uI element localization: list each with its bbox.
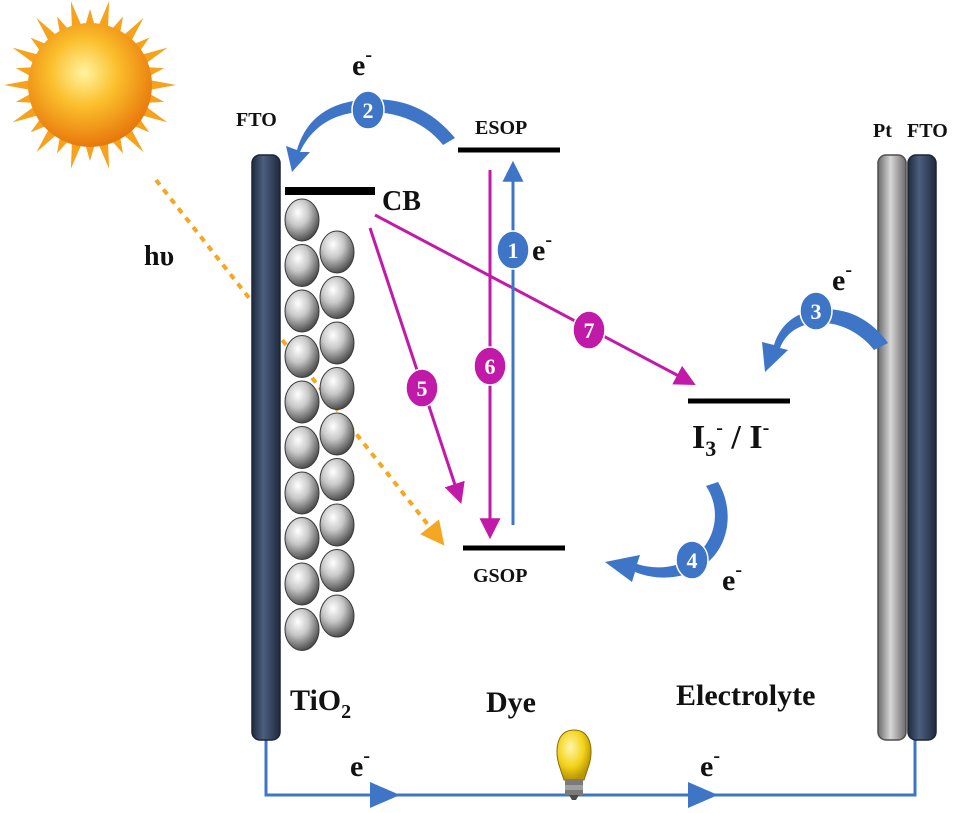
electron-label-step-4: e- [722, 559, 742, 597]
sun-ray [84, 9, 96, 28]
tio2-particle [284, 517, 320, 560]
step-badge-7: 7 [572, 310, 606, 350]
step-number: 5 [417, 376, 428, 401]
sun-ray [97, 1, 110, 30]
circuit-arrow-left [370, 782, 400, 808]
fto-electrode-left [251, 154, 281, 741]
redox-couple-label: I3- / I- [692, 417, 769, 461]
step-number: 4 [687, 548, 698, 573]
tio2-particle [284, 289, 320, 333]
tio2-particle [284, 608, 320, 651]
step-badge-2: 2 [351, 90, 385, 130]
tio2-particle [319, 230, 355, 274]
step-number: 1 [508, 238, 519, 263]
step-number: 3 [811, 299, 822, 324]
step-number: 2 [363, 98, 374, 123]
electron-label-step-3: e- [832, 259, 852, 297]
tio2-particle [319, 594, 355, 638]
electron-label-step-1: e- [532, 229, 552, 267]
tio2-particle [319, 276, 355, 319]
step-badge-6: 6 [473, 346, 507, 386]
external-circuit [264, 738, 917, 797]
electron-label-circuit-left: e- [350, 745, 370, 783]
electron-label-step-2: e- [352, 44, 372, 82]
pt-label: Pt [873, 120, 892, 142]
sun-ray [97, 140, 110, 169]
circuit-arrow-right [688, 782, 718, 808]
sun-ray [147, 79, 176, 91]
fto-electrode-right [907, 154, 937, 741]
fto-left-label: FTO [236, 109, 277, 131]
step-number: 7 [584, 318, 595, 343]
cb-label: CB [382, 186, 421, 217]
tio2-particle [319, 412, 355, 456]
tio2-particle [284, 198, 320, 242]
sun-ray [70, 1, 83, 30]
arrow-step-3 [762, 309, 888, 372]
dye-label: Dye [486, 686, 536, 719]
tio2-particle [284, 471, 320, 515]
sun-ray [4, 79, 33, 91]
step-badge-1: 1 [496, 230, 530, 270]
gsop-label: GSOP [473, 565, 527, 587]
fto-right-label: FTO [907, 120, 948, 142]
arrow-step-5 [368, 227, 465, 504]
hv-label: hυ [144, 241, 174, 272]
electron-label-circuit-right: e- [700, 745, 720, 783]
tio2-particle [319, 549, 355, 592]
tio2-particle [319, 367, 355, 410]
pt-electrode [877, 154, 907, 741]
tio2-particle [284, 562, 320, 606]
tio2-particle [284, 335, 320, 378]
step-badge-4: 4 [675, 540, 709, 580]
arrow-step-7 [374, 213, 696, 385]
tio2-label: TiO2 [290, 684, 351, 723]
step-number: 6 [485, 354, 496, 379]
arrow-step-4 [605, 482, 728, 582]
step-badge-5: 5 [405, 368, 439, 408]
tio2-particle [319, 458, 355, 501]
sun-icon [4, 1, 176, 169]
tio2-nanoparticles [284, 198, 355, 651]
light-bulb-icon [556, 729, 592, 800]
tio2-particle [284, 244, 320, 287]
tio2-particle [319, 321, 355, 365]
tio2-particle [284, 426, 320, 469]
electrolyte-label: Electrolyte [676, 679, 815, 712]
arrow-step-2 [286, 99, 455, 172]
sun-ray [70, 140, 83, 169]
tio2-particle [284, 380, 320, 424]
sun-ray [84, 142, 96, 161]
step-badge-3: 3 [799, 291, 833, 331]
esop-label: ESOP [475, 117, 527, 139]
tio2-particle [319, 503, 355, 547]
